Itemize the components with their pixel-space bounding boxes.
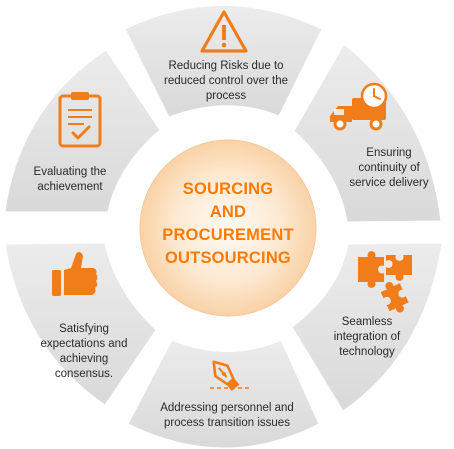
segment-label-ensuring-continuity: Ensuring continuity of service delivery [349, 147, 429, 189]
segment-label-seamless-integration: Seamless integration of technology [333, 316, 401, 358]
puzzle-pieces-icon [358, 251, 412, 313]
center-title-line-1: SOURCING [182, 180, 274, 198]
segment-bottom-left [4, 242, 157, 406]
center-title: SOURCING AND PROCUREMENT OUTSOURCING [140, 178, 316, 270]
segment-label-addressing-personnel: Addressing personnel and process transit… [160, 402, 294, 429]
segment-bottom-right [291, 242, 443, 412]
segment-label-reducing-risks: Reducing Risks due to reduced control ov… [163, 60, 289, 102]
segment-top-right [293, 43, 442, 223]
segment-bottom [127, 339, 320, 449]
center-title-line-3: PROCUREMENT [162, 226, 294, 244]
thumbs-up-icon [52, 251, 98, 296]
segment-label-satisfying-expectations: Satisfying expectations and achieving co… [40, 323, 128, 380]
segment-top [124, 5, 323, 118]
center-title-line-2: AND [209, 203, 247, 221]
center-circle-fill [139, 139, 317, 317]
clipboard-check-icon [58, 92, 102, 148]
center-title-line-4: OUTSOURCING [165, 249, 291, 267]
delivery-truck-clock-icon [330, 82, 388, 131]
warning-icon [200, 10, 248, 53]
segment-label-evaluating-achievement: Evaluating the achievement [33, 166, 107, 193]
segment-top-left [4, 49, 161, 213]
pen-nib-icon [210, 360, 252, 392]
